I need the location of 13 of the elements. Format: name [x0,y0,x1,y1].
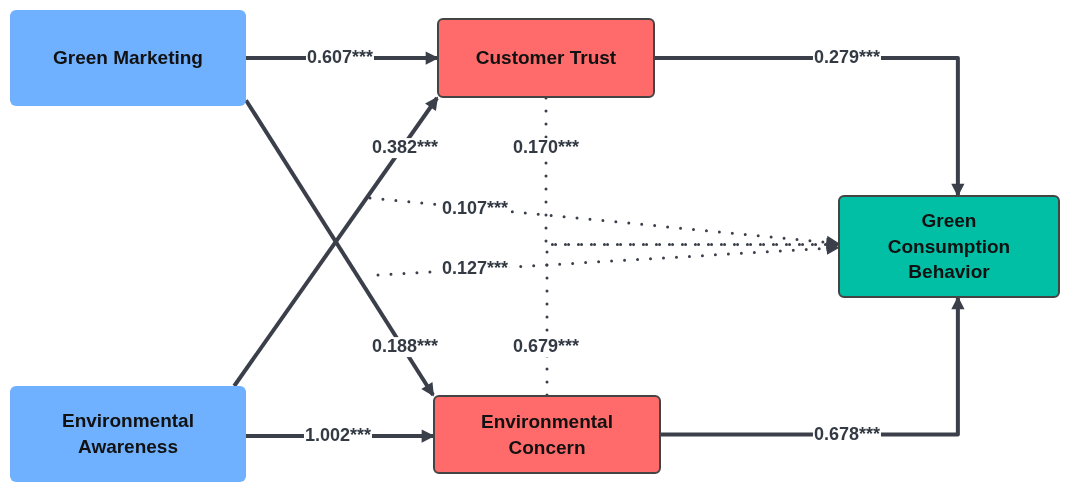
edge-label: 0.679*** [511,337,581,357]
node-label: Environmental Concern [480,409,614,460]
mediator-box [437,18,655,98]
node-label: Customer Trust [475,46,617,71]
construct-box [10,386,246,482]
node-label: Environmental Awareness [61,409,195,459]
edge-label: 0.188*** [370,337,440,357]
construct-box [10,10,246,106]
node-label: Green Consumption Behavior [886,209,1012,285]
outcome-box [838,195,1060,298]
mediator-box [433,395,661,474]
edge-label: 0.382*** [370,138,440,158]
node-label: Green Marketing [53,46,203,71]
